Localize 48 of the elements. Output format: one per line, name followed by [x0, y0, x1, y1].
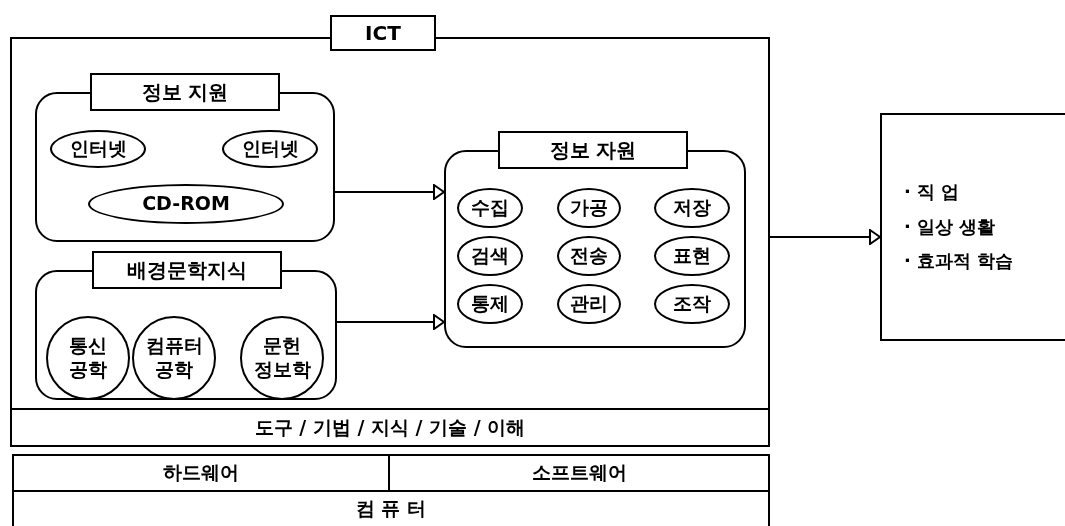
- group-title: 배경문학지식: [92, 251, 282, 289]
- bullet-item: · 일상 생활: [904, 215, 996, 239]
- node-label: 조작: [673, 292, 711, 316]
- node-label: 하드웨어: [163, 461, 239, 485]
- node-label: CD-ROM: [142, 192, 230, 216]
- node-label: 전송: [570, 244, 608, 268]
- circle-node: [46, 316, 130, 400]
- node-label: 관리: [570, 292, 608, 316]
- node-label: 컴 퓨 터: [355, 497, 427, 521]
- ellipse-node: [654, 284, 730, 324]
- ellipse-node: [222, 130, 318, 168]
- ellipse-node: [654, 188, 730, 228]
- ellipse-node: [50, 130, 146, 168]
- ellipse-node: [457, 236, 523, 276]
- ellipse-node: [557, 188, 621, 228]
- circle-node: [132, 316, 216, 400]
- node-label: 문헌 정보학: [252, 334, 312, 382]
- node-label: 수집: [471, 196, 509, 220]
- ellipse-node: [457, 284, 523, 324]
- result-box: [880, 113, 1065, 341]
- node-label: 컴퓨터 공학: [144, 334, 204, 382]
- bullet-item: · 효과적 학습: [904, 250, 1014, 273]
- ellipse-node: [557, 284, 621, 324]
- arrow: [769, 229, 881, 245]
- ellipse-node: [557, 236, 621, 276]
- group-title: ICT: [330, 15, 436, 51]
- table-cell: [12, 454, 390, 492]
- circle-node: [240, 316, 324, 400]
- group-title: 정보 지원: [90, 73, 280, 111]
- node-label: 저장: [673, 196, 711, 220]
- node-label: 가공: [570, 196, 608, 220]
- bullet-item: · 직 업: [904, 181, 960, 204]
- node-label: 통제: [471, 292, 509, 316]
- arrow: [336, 314, 445, 330]
- node-label: 도구 / 기법 / 지식 / 기술 / 이해: [254, 415, 526, 440]
- ellipse-node: [457, 188, 523, 228]
- table-cell: [388, 454, 770, 492]
- node-label: 인터넷: [69, 137, 127, 161]
- node-label: 표현: [673, 244, 711, 268]
- arrow: [334, 184, 445, 200]
- table-cell: [12, 490, 770, 526]
- group-title: 정보 자원: [498, 131, 688, 169]
- node-label: 인터넷: [241, 137, 299, 161]
- node-label: 검색: [471, 244, 509, 268]
- ellipse-node: [88, 184, 284, 224]
- node-label: 통신 공학: [68, 334, 108, 382]
- ellipse-node: [654, 236, 730, 276]
- node-label: 소프트웨어: [531, 461, 627, 485]
